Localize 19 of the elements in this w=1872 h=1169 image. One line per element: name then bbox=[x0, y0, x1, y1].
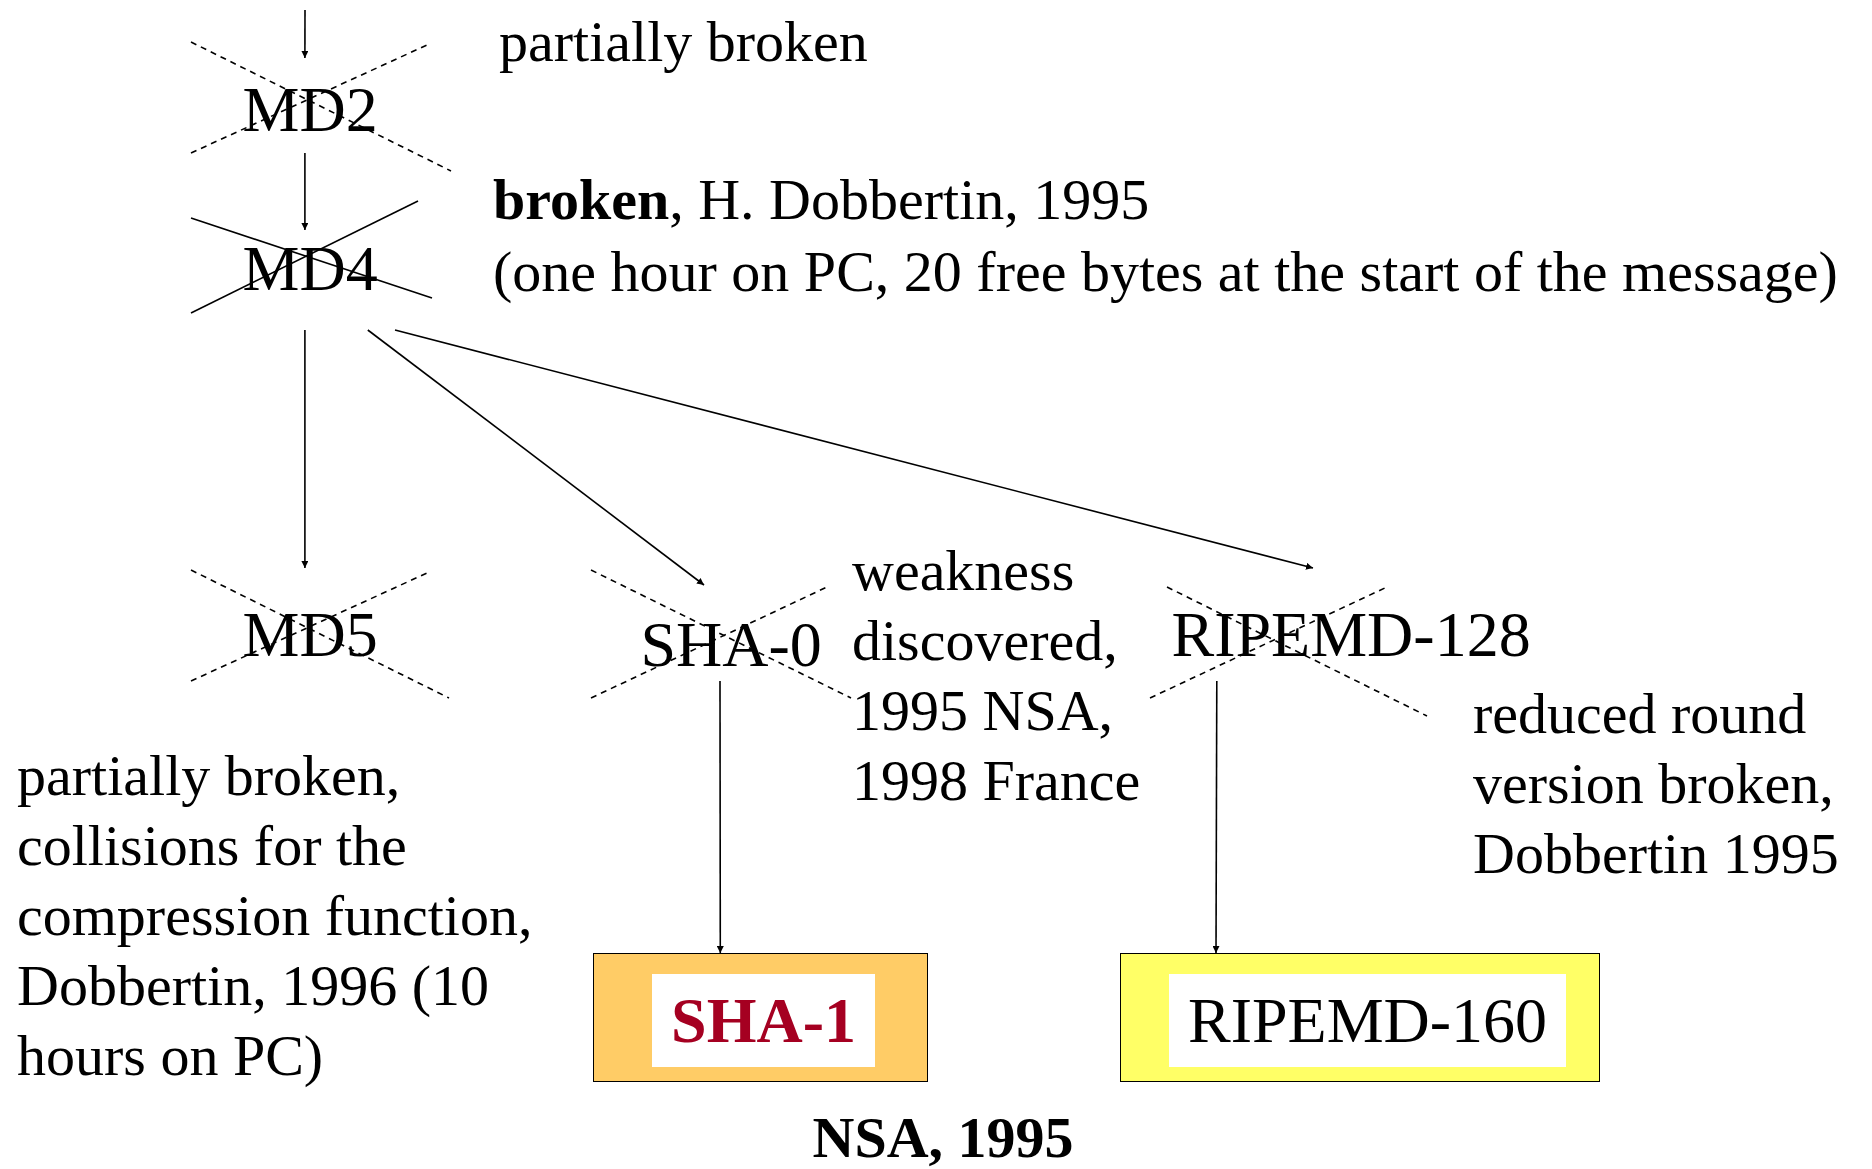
algorithm-name: RIPEMD-160 bbox=[1187, 988, 1548, 1053]
annotation-text: broken, H. Dobbertin, 1995 bbox=[493, 166, 1151, 234]
annotation-text: reduced round version broken, Dobbertin 1995 bbox=[1473, 680, 1840, 888]
algorithm-name: SHA-1 bbox=[671, 988, 856, 1053]
annotation-text: partially broken bbox=[499, 8, 869, 76]
arrow bbox=[716, 680, 724, 954]
arrow bbox=[394, 329, 1314, 570]
arrow bbox=[301, 152, 309, 231]
arrow bbox=[301, 9, 309, 59]
arrow bbox=[301, 329, 309, 569]
caption-text: NSA, 1995 bbox=[812, 1108, 1074, 1168]
annotation-text: (one hour on PC, 20 free bytes at the start of the message) bbox=[493, 238, 1839, 306]
arrow bbox=[367, 329, 705, 586]
annotation-text: partially broken, collisions for the compression function, Dobbertin, 1996 (10 hours on PC) bbox=[17, 742, 534, 1090]
algorithm-box bbox=[593, 953, 928, 1082]
algorithm-name: SHA-0 bbox=[640, 613, 822, 677]
arrow bbox=[1212, 680, 1220, 954]
algorithm-box bbox=[1120, 953, 1600, 1082]
annotation-text: weakness discovered, 1995 NSA, 1998 France bbox=[852, 537, 1142, 815]
